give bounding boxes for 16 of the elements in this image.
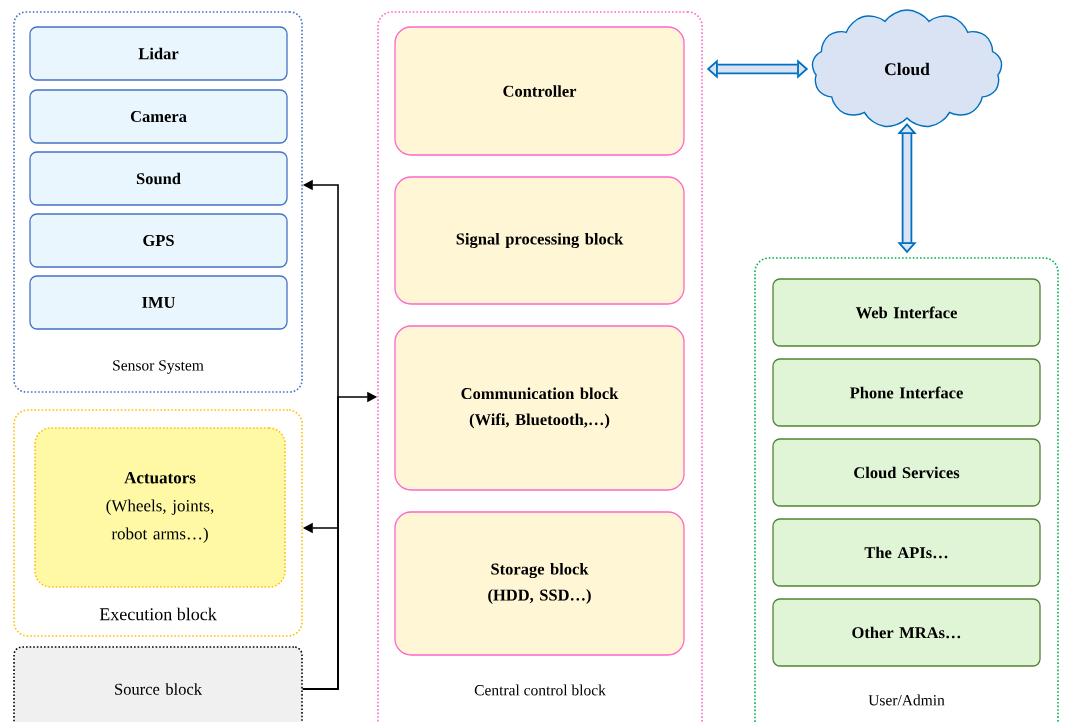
component-box: Other MRAs… [772,598,1041,667]
component-box: Sound [29,151,288,206]
component-box: Web Interface [772,278,1041,347]
component-box: Storage block (HDD, SSD…) [394,511,685,656]
component-box: Communication block (Wifi, Bluetooth,…) [394,325,685,491]
component-box: Phone Interface [772,358,1041,427]
component-box: Controller [394,26,685,156]
component-box: Signal processing block [394,176,685,305]
source-box: Source block [13,646,303,722]
component-box: Cloud Services [772,438,1041,507]
component-box: Camera [29,89,288,144]
actuator-box: Actuators (Wheels, joints, robot arms…) [34,427,286,588]
component-box: Lidar [29,26,288,81]
component-box: The APIs… [772,518,1041,587]
component-box: GPS [29,213,288,268]
component-box: IMU [29,275,288,330]
